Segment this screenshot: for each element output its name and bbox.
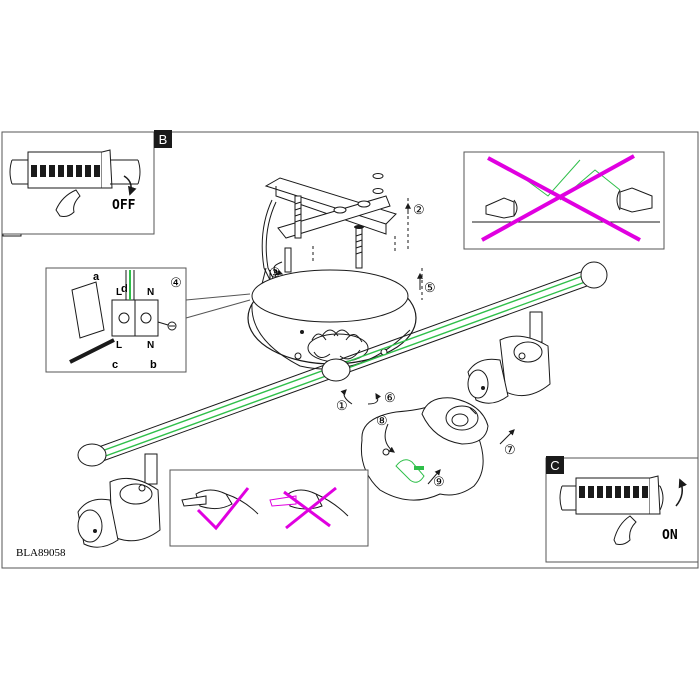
callout-a: a	[93, 271, 100, 283]
arrow-icon	[340, 389, 353, 405]
hand-icon	[269, 489, 349, 517]
check-icon	[196, 487, 250, 531]
bulb-handling-panel	[169, 469, 369, 547]
hand-icon	[55, 189, 81, 217]
step-4-marker: ④	[170, 275, 182, 290]
step-5-marker: ⑤	[424, 280, 436, 295]
panel-c-badge	[546, 456, 564, 474]
canopy	[247, 269, 417, 370]
panel-c-label: C	[550, 458, 559, 473]
spotlight-left	[77, 453, 161, 548]
mounting-bracket	[264, 173, 397, 239]
callout-d: d	[121, 283, 128, 295]
arrow-icon	[675, 478, 687, 507]
step-6-marker: ⑥	[384, 390, 396, 405]
step-8-marker: ⑧	[376, 413, 388, 428]
step-1-marker: ①	[336, 398, 348, 413]
light-bar	[77, 261, 608, 467]
breaker-switch-icon	[9, 149, 141, 189]
supply-cable	[261, 199, 279, 286]
screwdriver-icon	[69, 281, 115, 364]
hand-icon	[613, 515, 637, 545]
bolts	[284, 195, 364, 273]
wrong-orientation-panel	[463, 151, 665, 250]
step-9-marker: ⑨	[433, 474, 445, 489]
arrow-icon	[123, 175, 137, 196]
model-code: BLA89058	[16, 547, 66, 559]
ground-symbol-icon	[157, 321, 177, 331]
step-7-marker: ⑦	[504, 442, 516, 457]
terminal-label-n-top: N	[147, 287, 154, 298]
wiring-detail: L N L N a b c d ④	[45, 267, 251, 373]
step-2-marker: ②	[413, 202, 425, 217]
arrow-icon	[367, 392, 382, 405]
terminal-label-l-bottom: L	[116, 340, 122, 351]
panel-b-label: B	[159, 132, 168, 147]
on-caption: ON	[662, 528, 678, 543]
terminal-block	[111, 270, 159, 337]
callout-c: c	[112, 359, 118, 371]
off-caption: OFF	[112, 198, 136, 213]
panel-b-badge	[154, 130, 172, 148]
cross-icon	[481, 154, 641, 242]
panel-c: C ON	[545, 456, 699, 563]
hand-icon	[181, 489, 259, 515]
terminal-label-l-top: L	[116, 287, 122, 298]
panel-b: B OFF	[1, 130, 172, 235]
breaker-switch-icon	[559, 475, 664, 515]
cross-icon	[283, 486, 337, 530]
spotlight-right	[467, 311, 551, 404]
step-3-marker: ③	[269, 265, 281, 280]
lamp-shade	[360, 397, 489, 501]
terminal-label-n-bottom: N	[147, 340, 154, 351]
callout-b: b	[150, 359, 157, 371]
